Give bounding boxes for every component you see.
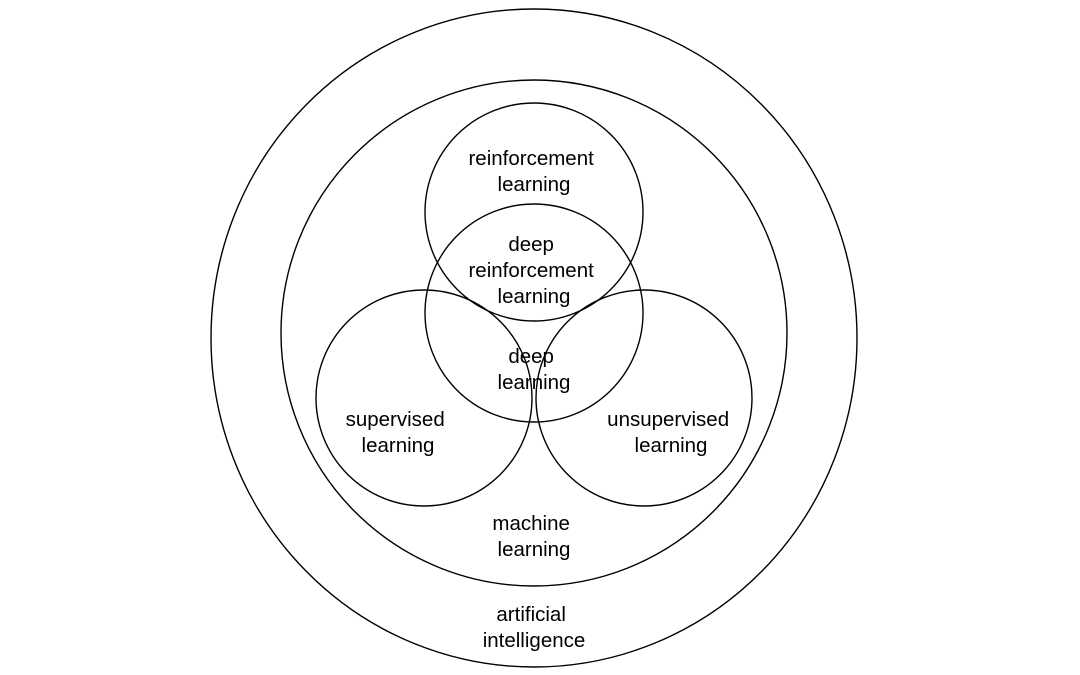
deep-learning-circle [424, 203, 644, 423]
reinforcement-learning-circle [424, 102, 644, 322]
machine-learning-label: machine learning [492, 512, 575, 561]
supervised-learning-circle [315, 289, 533, 507]
supervised-learning-label: supervised learning [346, 408, 451, 457]
machine-learning-circle [280, 79, 788, 587]
unsupervised-learning-label: unsupervised learning [607, 408, 735, 457]
deep-learning-label: deep learning [498, 345, 571, 394]
deep-reinforcement-learning-label: deep reinforcement learning [468, 233, 599, 308]
artificial-intelligence-circle [210, 8, 858, 668]
artificial-intelligence-label: artificial intelligence [483, 603, 586, 652]
reinforcement-learning-label: reinforcement learning [468, 147, 599, 196]
unsupervised-learning-circle [535, 289, 753, 507]
